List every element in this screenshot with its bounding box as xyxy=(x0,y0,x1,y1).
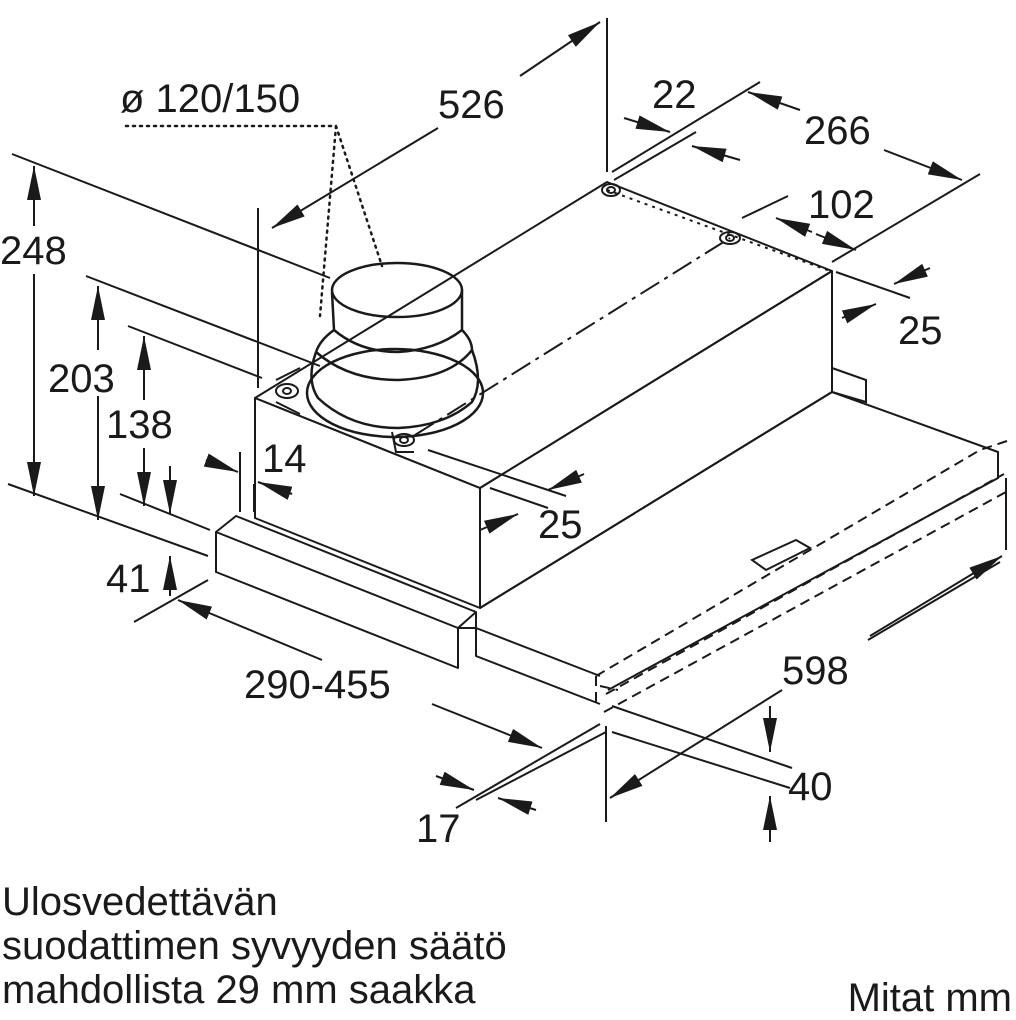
label-duct-diameter: ø 120/150 xyxy=(120,77,300,121)
body-lower-side xyxy=(479,390,999,691)
label-17: 17 xyxy=(416,807,461,851)
hole-mid xyxy=(719,231,741,245)
label-203: 203 xyxy=(48,357,115,401)
duct-lower-cone xyxy=(310,349,480,430)
panel-slot xyxy=(750,538,813,572)
extension-lines xyxy=(7,18,1007,822)
duct-base-ring xyxy=(305,347,485,439)
label-25-front: 25 xyxy=(538,503,583,547)
arrow-266-left xyxy=(747,91,801,111)
label-290-455: 290-455 xyxy=(244,663,391,707)
arrow-598-left xyxy=(609,689,783,799)
units-label: Mitat mm xyxy=(847,976,1012,1020)
note-line-2: suodattimen syvyyden säätö xyxy=(2,924,507,968)
arrow-depth-left xyxy=(177,599,323,661)
extended-filter-dashed xyxy=(595,439,1011,713)
duct-diameter-leader xyxy=(124,124,384,318)
front-visor xyxy=(215,515,601,705)
arrow-102-left xyxy=(775,217,813,237)
dimension-arrows xyxy=(27,21,1003,842)
arrow-598-right xyxy=(869,555,1003,637)
arrow-17-a xyxy=(435,771,475,791)
duct-top-ring xyxy=(330,261,464,319)
dimension-labels: ø 120/150 526 22 266 102 25 248 203 138 … xyxy=(0,73,943,851)
centre-line xyxy=(414,237,731,436)
arrow-102-right xyxy=(815,230,857,251)
duct-lower-rim xyxy=(315,349,473,382)
arrow-25f-a xyxy=(547,469,585,491)
hole-front-left xyxy=(275,383,299,399)
label-102: 102 xyxy=(808,183,875,227)
duct-upper-left xyxy=(314,291,336,353)
duct-collar xyxy=(305,261,485,439)
arrow-depth-right xyxy=(431,703,543,749)
arrow-25f-b xyxy=(479,513,519,534)
visor-top-lip xyxy=(215,515,477,629)
note-line-3: mahdollista 29 mm saakka xyxy=(2,968,476,1012)
hole-back xyxy=(601,183,621,197)
label-526: 526 xyxy=(438,83,505,127)
label-138: 138 xyxy=(106,403,173,447)
hole-tab-left xyxy=(275,367,301,415)
label-22: 22 xyxy=(652,73,697,117)
label-14: 14 xyxy=(262,437,307,481)
back-edge-dotted xyxy=(606,189,831,272)
filter-adjustment-note: Ulosvedettävän suodattimen syvyyden säät… xyxy=(2,880,507,1012)
visor-front-panel xyxy=(215,531,459,669)
arrow-526-right xyxy=(519,21,601,77)
label-598: 598 xyxy=(782,649,849,693)
arrow-25r-b xyxy=(841,303,877,324)
visor-lower-edge xyxy=(475,628,601,705)
note-line-1: Ulosvedettävän xyxy=(2,880,278,924)
label-40: 40 xyxy=(788,765,833,809)
arrow-25r-a xyxy=(893,263,931,285)
body-back-tab xyxy=(831,367,867,404)
arrow-22-a xyxy=(623,115,671,133)
hole-tab-front xyxy=(391,431,414,453)
arrow-266-right xyxy=(883,149,963,181)
label-266: 266 xyxy=(804,109,871,153)
label-248: 248 xyxy=(0,229,67,273)
visor-top-right xyxy=(475,627,601,677)
label-25-right: 25 xyxy=(898,309,943,353)
arrow-17-b xyxy=(497,797,537,815)
arrow-526-left xyxy=(271,127,439,229)
mounting-holes xyxy=(275,183,741,447)
label-41: 41 xyxy=(106,557,151,601)
hood-right-face xyxy=(479,270,833,609)
arrow-14-right xyxy=(257,481,293,500)
duct-upper-right xyxy=(460,290,474,351)
duct-rim-line xyxy=(333,329,463,354)
arrow-14-left xyxy=(203,453,239,473)
arrow-22-b xyxy=(691,145,741,163)
